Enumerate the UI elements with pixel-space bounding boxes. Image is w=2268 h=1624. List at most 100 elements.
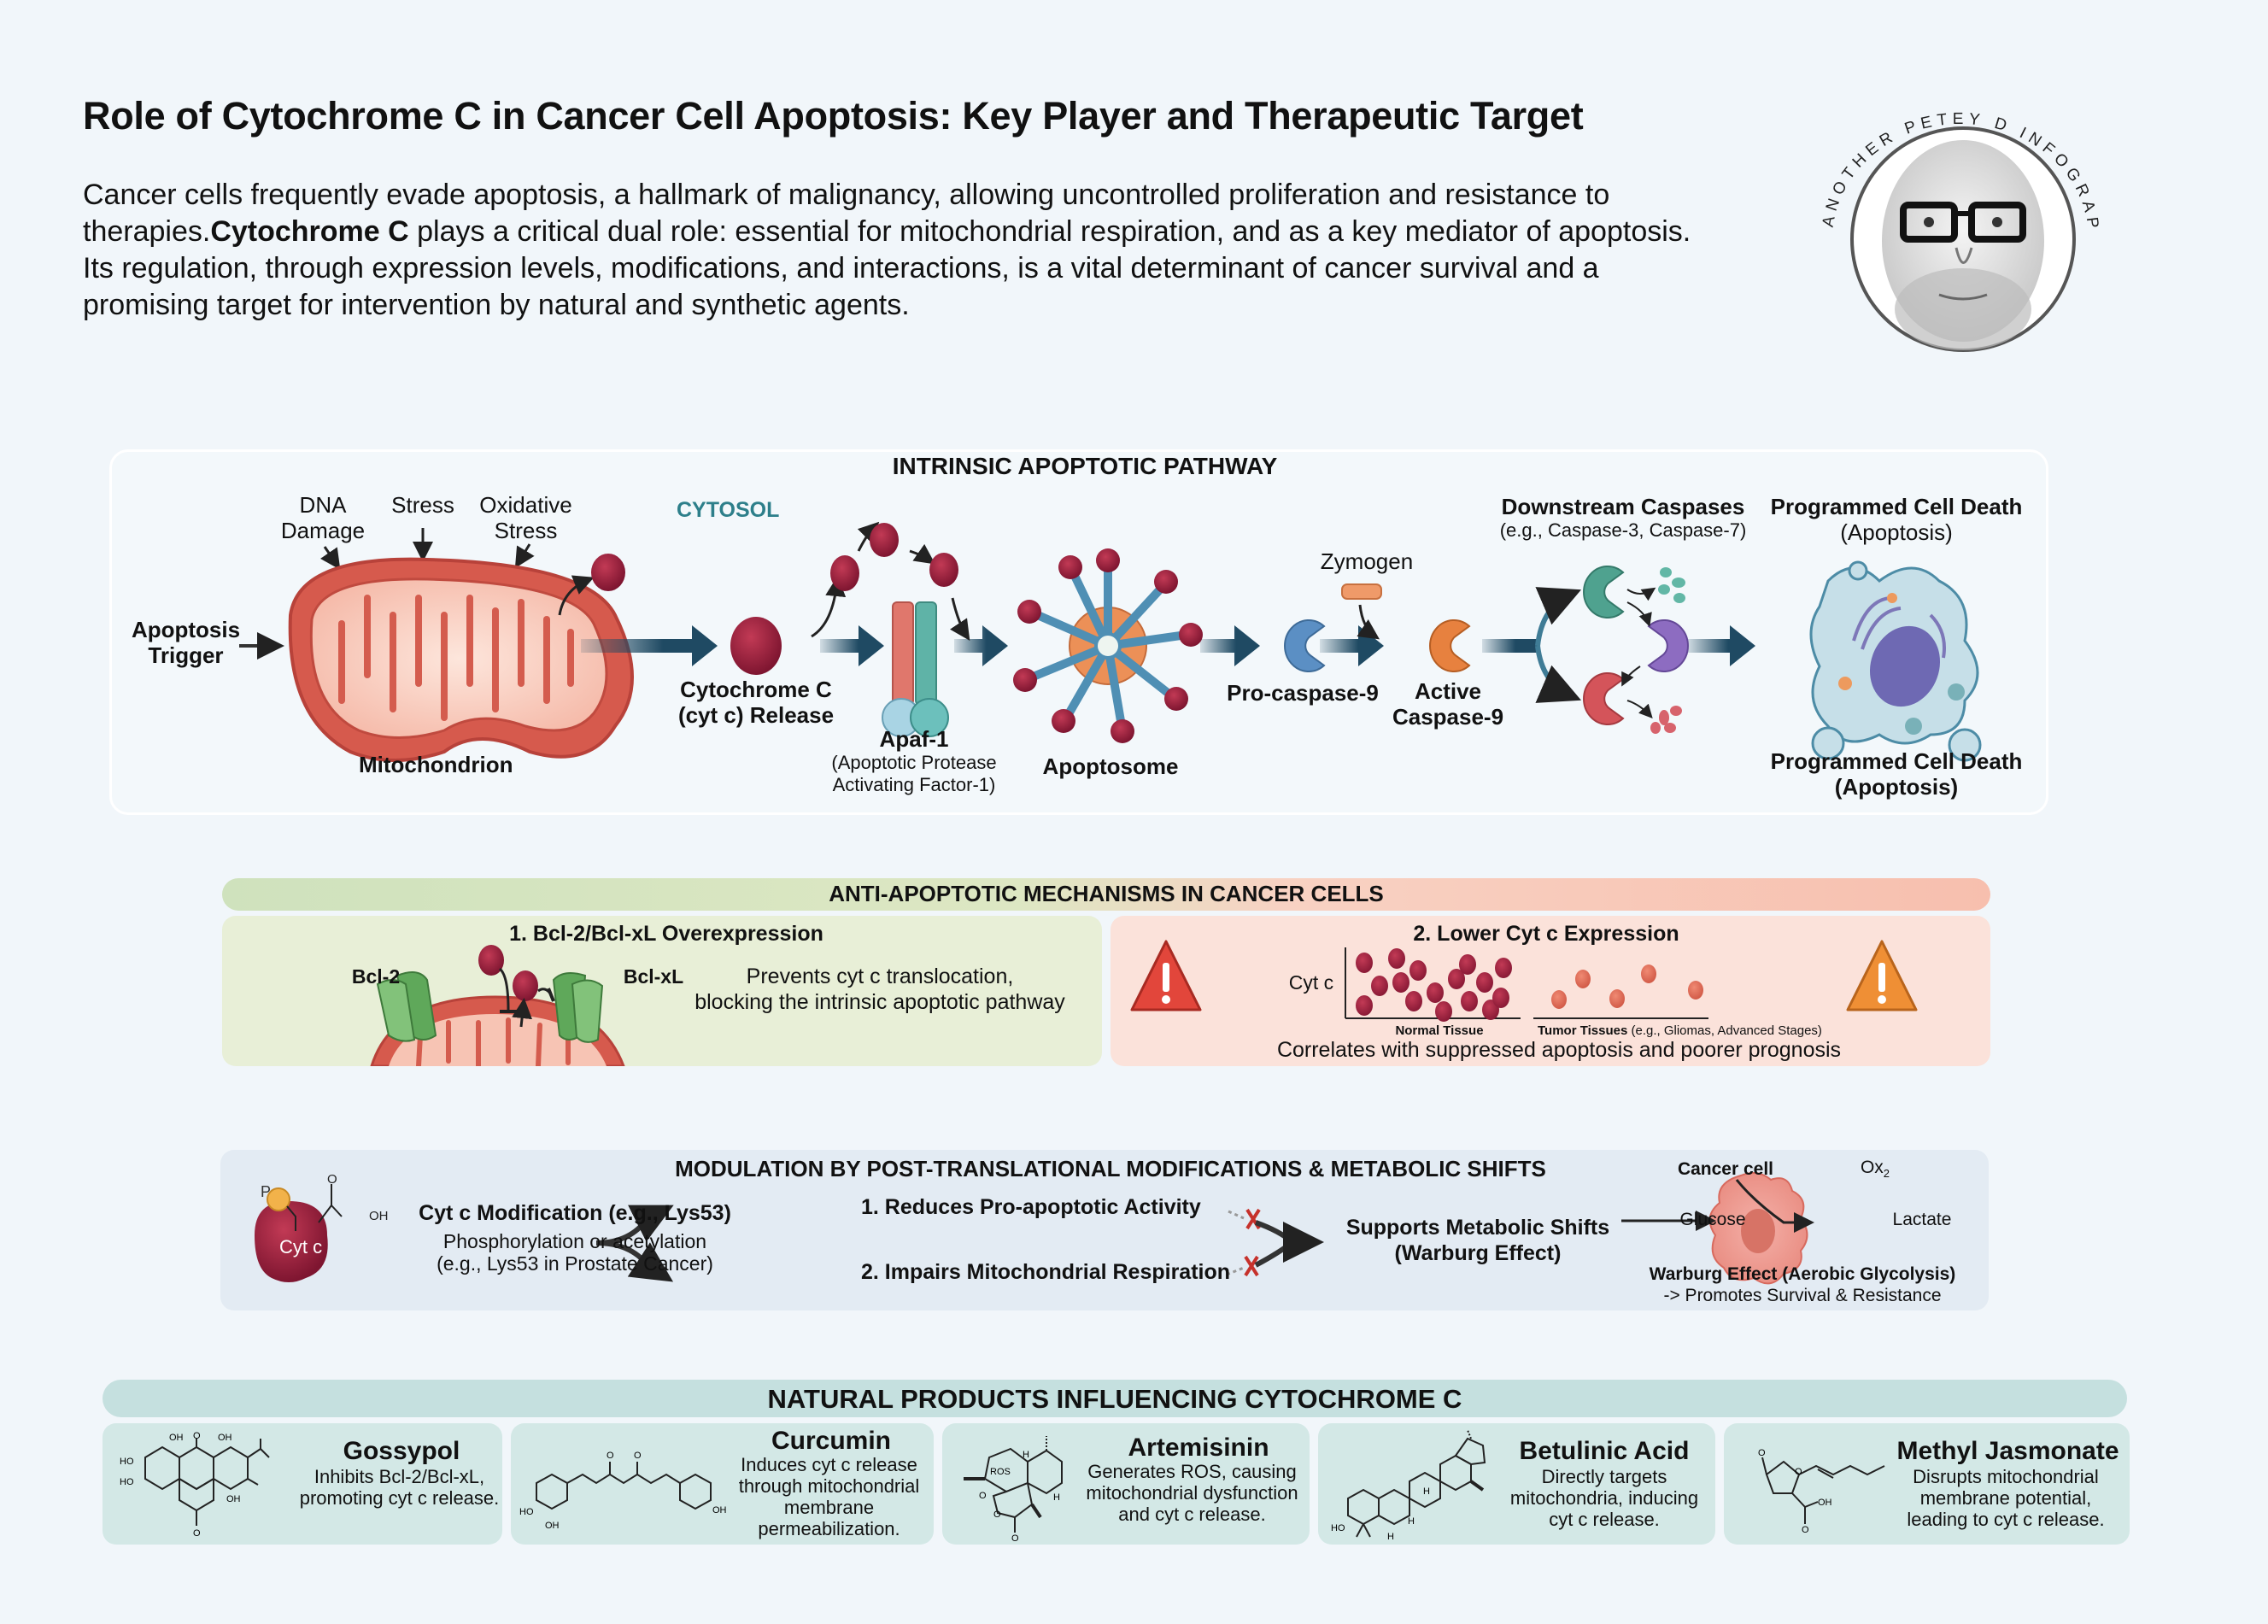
metabolic-shift-label: Supports Metabolic Shifts(Warburg Effect… [1345, 1216, 1610, 1265]
cyt-c-icon [591, 554, 625, 591]
modulation-header: MODULATION BY POST-TRANSLATIONAL MODIFIC… [675, 1156, 1546, 1181]
bcl2-overexpression-title: 1. Bcl-2/Bcl-xL Overexpression [509, 922, 823, 946]
product-description: Disrupts mitochondrial membrane potentia… [1907, 1466, 2105, 1530]
intro-text-2: plays a critical dual role: essential fo… [83, 215, 1691, 321]
pathway-title: INTRINSIC APOPTOTIC PATHWAY [892, 453, 1278, 479]
effect-impairs-respiration: 2. Impairs Mitochondrial Respiration [861, 1260, 1231, 1284]
cytc-expression-plot [1130, 940, 1918, 1022]
svg-text:O: O [1758, 1448, 1766, 1458]
svg-text:O: O [193, 1432, 201, 1441]
product-description: Directly targets mitochondria, inducing … [1509, 1466, 1699, 1530]
cyt-c-modification-title: Cyt c Modification (e.g., Lys53) [419, 1201, 731, 1225]
betulinic-acid-structure-icon: HO H H H [1331, 1430, 1486, 1542]
modulation-illustration [255, 1171, 1814, 1285]
zymogen-label: Zymogen [1320, 548, 1414, 574]
svg-text:O: O [1011, 1533, 1019, 1543]
bcl-xl-label: Bcl-xL [623, 965, 684, 988]
svg-text:H: H [1053, 1492, 1060, 1503]
intro-bold: Cytochrome C [210, 215, 409, 248]
svg-text:OH: OH [545, 1521, 560, 1531]
svg-text:HO: HO [519, 1507, 534, 1517]
anti-apoptotic-header-bar [222, 878, 1990, 911]
bcl2-description: Prevents cyt c translocation,blocking th… [694, 964, 1065, 1014]
svg-text:HO: HO [120, 1477, 134, 1487]
downstream-caspases-label: Downstream Caspases [1501, 494, 1745, 519]
o-label: O [327, 1172, 337, 1187]
bcl-2-protein-icon [376, 971, 437, 1042]
stress-arrow-oxidative [514, 543, 535, 569]
bcl-xl-protein-icon [552, 971, 604, 1043]
curcumin-structure-icon: HO OH O O OH [519, 1451, 727, 1531]
cytosol-label: CYTOSOL [677, 498, 780, 522]
author-logo: ANOTHER PETEY D INFOGRAPHIC © PETER D'AD… [1793, 72, 2119, 384]
product-name: Gossypol [343, 1437, 460, 1465]
cyt-c-modification-desc: Phosphorylation or acetylation(e.g., Lys… [437, 1230, 713, 1275]
phospho-label: P [261, 1183, 272, 1200]
active-caspase-9-icon [1429, 619, 1471, 672]
svg-text:H: H [1023, 1450, 1029, 1460]
normal-tissue-label: Normal Tissue [1395, 1023, 1484, 1038]
product-description: Induces cyt c release through mitochondr… [738, 1454, 920, 1539]
svg-text:ROS: ROS [990, 1467, 1011, 1477]
modulation-panel [220, 1150, 1989, 1310]
lactate-label: Lactate [1892, 1210, 1952, 1229]
procaspase-9-icon [1284, 619, 1326, 672]
svg-text:OH: OH [218, 1433, 232, 1443]
cytc-axis-label: Cyt c [1288, 971, 1334, 994]
tumor-tissue-dots [1551, 964, 1703, 1009]
apaf-1-label: Apaf-1 [879, 726, 949, 752]
svg-text:H: H [1408, 1516, 1415, 1527]
svg-text:OH: OH [169, 1433, 184, 1443]
svg-text:H: H [1423, 1486, 1430, 1497]
ox2-label: Ox2 [1860, 1158, 1890, 1181]
cyt-c-molecule-label: Cyt c [279, 1236, 323, 1258]
cancer-cell-label: Cancer cell [1677, 1159, 1774, 1179]
svg-text:O: O [979, 1491, 987, 1501]
cyt-c-release-label: Cytochrome C(cyt c) Release [677, 677, 835, 728]
lower-cytc-panel [1111, 916, 1990, 1066]
mitochondrion-label: Mitochondrion [359, 752, 513, 777]
svg-text:O: O [607, 1451, 614, 1461]
downstream-caspases-examples: (e.g., Caspase-3, Caspase-7) [1499, 519, 1747, 541]
svg-text:HO: HO [120, 1457, 134, 1467]
product-name: Artemisinin [1128, 1433, 1269, 1462]
lower-cytc-caption: Correlates with suppressed apoptosis and… [1276, 1038, 1842, 1062]
intro-text-1: Cancer cells frequently evade apoptosis,… [83, 179, 1610, 248]
methyl-jasmonate-structure-icon: OO OHO [1758, 1448, 1885, 1534]
warning-icon-right [1846, 940, 1918, 1011]
svg-text:H: H [1387, 1532, 1394, 1542]
cyt-c-release-icon [730, 617, 782, 675]
downstream-caspases-icon [1583, 566, 1689, 734]
warning-icon-left [1130, 940, 1202, 1011]
svg-text:OH: OH [712, 1505, 727, 1516]
bcl2-mito-illustration [370, 945, 625, 1066]
apoptotic-cell-icon [1809, 560, 1982, 762]
warburg-effect-result: -> Promotes Survival & Resistance [1663, 1286, 1942, 1305]
apaf-1-icon [882, 601, 949, 737]
natural-products-header-bar [103, 1380, 2127, 1417]
death-label-bottom: Programmed Cell Death(Apoptosis) [1770, 748, 2023, 800]
svg-text:O: O [634, 1451, 642, 1461]
svg-text:HO: HO [1331, 1523, 1345, 1533]
anti-apoptotic-header: ANTI-APOPTOTIC MECHANISMS IN CANCER CELL… [829, 881, 1384, 906]
svg-text:O: O [993, 1510, 1001, 1520]
death-label-top: Programmed Cell Death(Apoptosis) [1770, 494, 2023, 545]
phosphorylated-cyt-c-icon [255, 1184, 343, 1282]
mitochondrion-icon [288, 557, 634, 762]
tumor-tissue-label: Tumor Tissues (e.g., Gliomas, Advanced S… [1538, 1023, 1822, 1038]
intro-paragraph: Cancer cells frequently evade apoptosis,… [83, 177, 1706, 324]
svg-text:O: O [193, 1528, 201, 1539]
svg-text:O: O [1795, 1467, 1802, 1477]
